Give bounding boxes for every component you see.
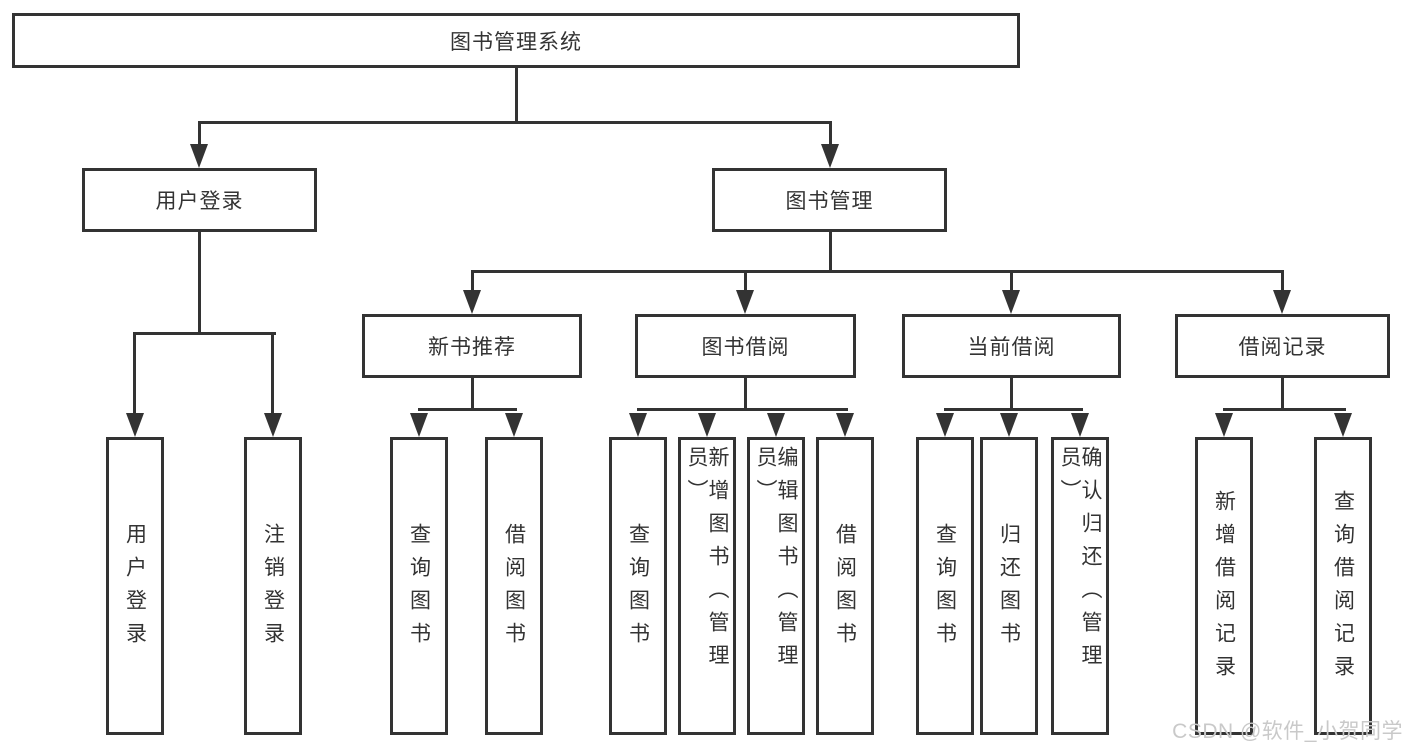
connector-section-bar: [637, 408, 848, 411]
arrow-down-icon: [126, 413, 144, 437]
connector-book-mgmt-bar: [471, 270, 1284, 273]
node-label: 新增图书（管理员）: [685, 446, 729, 677]
connector-section-drop: [1281, 270, 1284, 292]
connector-section-stem: [471, 378, 474, 411]
arrow-down-icon: [1071, 413, 1089, 437]
leaf-add-books-admin: 新增图书（管理员）: [678, 437, 736, 735]
arrow-down-icon: [936, 413, 954, 437]
leaf-edit-books-admin: 编辑图书（管理员）: [747, 437, 805, 735]
node-label: 图书管理系统: [450, 30, 582, 54]
leaf-query-books-borrow: 查询图书: [609, 437, 667, 735]
watermark: CSDN @软件_小贺同学: [1172, 720, 1403, 743]
node-label: 查询借阅记录: [1331, 490, 1355, 688]
arrow-down-icon: [410, 413, 428, 437]
node-label: 用户登录: [123, 523, 147, 655]
connector-book-mgmt-drop: [829, 121, 832, 147]
node-root: 图书管理系统: [12, 13, 1020, 68]
arrow-down-icon: [821, 144, 839, 168]
connector-section-drop: [471, 270, 474, 292]
connector-user-login-bar: [133, 332, 276, 335]
connector-root-stem: [515, 68, 518, 123]
connector-section-stem: [1010, 378, 1013, 411]
arrow-down-icon: [1215, 413, 1233, 437]
leaf-query-borrow-record: 查询借阅记录: [1314, 437, 1372, 735]
leaf-query-books-current: 查询图书: [916, 437, 974, 735]
connector-user-login-drop: [198, 121, 201, 147]
node-label: 查询图书: [933, 523, 957, 655]
arrow-down-icon: [629, 413, 647, 437]
arrow-down-icon: [264, 413, 282, 437]
node-label: 借阅图书: [833, 523, 857, 655]
node-book-borrow: 图书借阅: [635, 314, 856, 378]
connector-section-stem: [744, 378, 747, 411]
node-label: 编辑图书（管理员）: [754, 446, 798, 677]
node-label: 注销登录: [261, 523, 285, 655]
connector-section-bar: [944, 408, 1083, 411]
arrow-down-icon: [767, 413, 785, 437]
leaf-logout: 注销登录: [244, 437, 302, 735]
node-new-book-recommend: 新书推荐: [362, 314, 582, 378]
connector-section-drop: [1010, 270, 1013, 292]
leaf-return-books: 归还图书: [980, 437, 1038, 735]
node-current-borrow: 当前借阅: [902, 314, 1121, 378]
node-label: 新增借阅记录: [1212, 490, 1236, 688]
arrow-down-icon: [190, 144, 208, 168]
node-label: 新书推荐: [428, 336, 516, 359]
connector-user-login-stem: [198, 232, 201, 334]
node-label: 确认归还（管理员）: [1058, 446, 1102, 677]
leaf-borrow-books-recommend: 借阅图书: [485, 437, 543, 735]
node-label: 归还图书: [997, 523, 1021, 655]
arrow-down-icon: [698, 413, 716, 437]
connector-leaf-drop: [133, 332, 136, 414]
leaf-user-login: 用户登录: [106, 437, 164, 735]
node-label: 图书借阅: [701, 336, 790, 359]
leaf-confirm-return-admin: 确认归还（管理员）: [1051, 437, 1109, 735]
connector-section-bar: [418, 408, 517, 411]
arrow-down-icon: [1002, 290, 1020, 314]
arrow-down-icon: [463, 290, 481, 314]
node-label: 借阅记录: [1238, 336, 1327, 359]
connector-book-mgmt-stem: [829, 232, 832, 273]
leaf-add-borrow-record: 新增借阅记录: [1195, 437, 1253, 735]
node-label: 用户登录: [155, 190, 244, 213]
arrow-down-icon: [836, 413, 854, 437]
connector-section-bar: [1223, 408, 1346, 411]
connector-section-stem: [1281, 378, 1284, 411]
arrow-down-icon: [1334, 413, 1352, 437]
node-borrow-records: 借阅记录: [1175, 314, 1390, 378]
connector-root-bar: [198, 121, 832, 124]
leaf-borrow-books: 借阅图书: [816, 437, 874, 735]
arrow-down-icon: [736, 290, 754, 314]
node-user-login: 用户登录: [82, 168, 317, 232]
node-label: 查询图书: [626, 523, 650, 655]
arrow-down-icon: [505, 413, 523, 437]
leaf-query-books-recommend: 查询图书: [390, 437, 448, 735]
node-label: 图书管理: [785, 190, 874, 213]
connector-leaf-drop: [271, 332, 274, 414]
node-label: 借阅图书: [502, 523, 526, 655]
connector-section-drop: [744, 270, 747, 292]
arrow-down-icon: [1273, 290, 1291, 314]
arrow-down-icon: [1000, 413, 1018, 437]
node-book-management: 图书管理: [712, 168, 947, 232]
node-label: 当前借阅: [967, 336, 1056, 359]
node-label: 查询图书: [407, 523, 431, 655]
